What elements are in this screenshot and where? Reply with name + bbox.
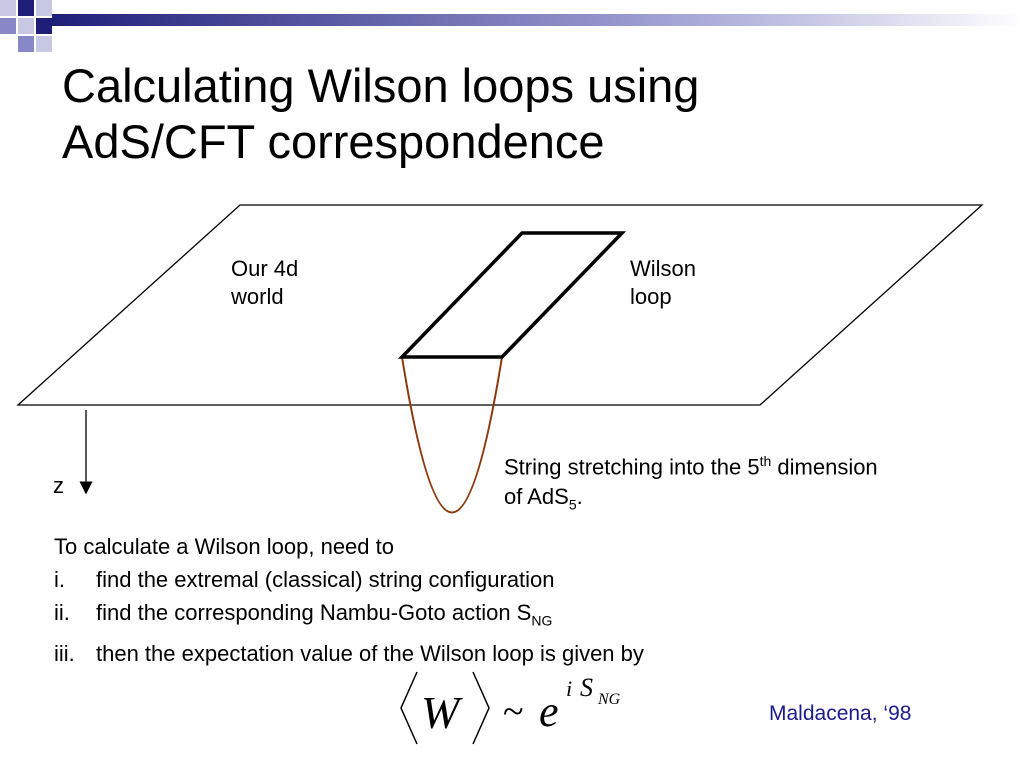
- string-text-pre: String stretching into the 5: [504, 454, 760, 480]
- loop-label-line-1: Wilson: [630, 256, 697, 281]
- loop-label-line-2: loop: [630, 284, 672, 309]
- string-description: String stretching into the 5th dimension…: [504, 446, 1014, 520]
- deco-square: [18, 36, 34, 52]
- string-worldsheet-curve: [401, 356, 503, 514]
- slide-title: Calculating Wilson loops using AdS/CFT c…: [62, 58, 962, 170]
- list-item-number: ii.: [54, 600, 70, 625]
- string-description-line-2: of AdS5.: [504, 482, 1014, 519]
- list-item-number: i.: [54, 567, 65, 592]
- list-item: iii. then the expectation value of the W…: [54, 637, 954, 670]
- string-text-mid: dimension: [771, 454, 878, 480]
- header-gradient-bar: [52, 14, 1024, 26]
- deco-square: [0, 18, 16, 34]
- procedure-list: To calculate a Wilson loop, need to i. f…: [54, 530, 954, 670]
- string-sub: 5: [568, 496, 577, 513]
- plane-label: Our 4d world: [231, 255, 298, 311]
- z-axis-label: z: [53, 473, 64, 498]
- deco-square: [18, 0, 34, 16]
- list-item-text: then the expectation value of the Wilson…: [96, 641, 644, 667]
- string-text-end: .: [576, 484, 583, 510]
- wilson-loop-rectangle: [397, 231, 627, 359]
- deco-square: [0, 0, 16, 16]
- list-item-number: iii.: [54, 641, 75, 667]
- list-item-text-wrapper: find the corresponding Nambu-Goto action…: [96, 596, 552, 637]
- wilson-loop-diagram: [16, 204, 984, 514]
- formula-tilde: ~: [503, 691, 524, 733]
- 4d-world-plane: [16, 204, 984, 406]
- loop-label: Wilson loop: [630, 255, 696, 311]
- formula-exp-s: S: [580, 673, 593, 702]
- plane-label-line-1: Our 4d: [231, 256, 299, 281]
- list-item-subscript: NG: [531, 612, 553, 629]
- title-line-1: Calculating Wilson loops using: [62, 59, 700, 112]
- string-text-line2: of AdS: [504, 484, 569, 510]
- deco-square: [36, 36, 52, 52]
- list-item-text: find the extremal (classical) string con…: [96, 567, 555, 592]
- procedure-intro: To calculate a Wilson loop, need to: [54, 534, 394, 559]
- deco-square: [36, 0, 52, 16]
- formula-e: e: [539, 687, 559, 736]
- citation: Maldacena, ‘98: [769, 702, 912, 725]
- deco-square: [18, 18, 34, 34]
- right-angle-bracket: [472, 671, 490, 745]
- title-line-2: AdS/CFT correspondence: [62, 115, 605, 168]
- string-description-line-1: String stretching into the 5th dimension: [504, 446, 1014, 482]
- left-angle-bracket: [400, 671, 418, 745]
- wilson-loop-formula: W ~ e i S NG: [400, 671, 621, 745]
- list-item-text: find the corresponding Nambu-Goto action…: [96, 600, 532, 625]
- formula-w: W: [421, 687, 463, 738]
- formula-exp-sub: NG: [597, 691, 621, 708]
- list-item: ii. find the corresponding Nambu-Goto ac…: [54, 596, 954, 637]
- string-sup: th: [759, 453, 772, 469]
- formula-exp-i: i: [566, 676, 572, 701]
- deco-square: [36, 18, 52, 34]
- list-item: i. find the extremal (classical) string …: [54, 563, 954, 596]
- plane-label-line-2: world: [231, 284, 284, 309]
- header-decoration: [0, 0, 1024, 52]
